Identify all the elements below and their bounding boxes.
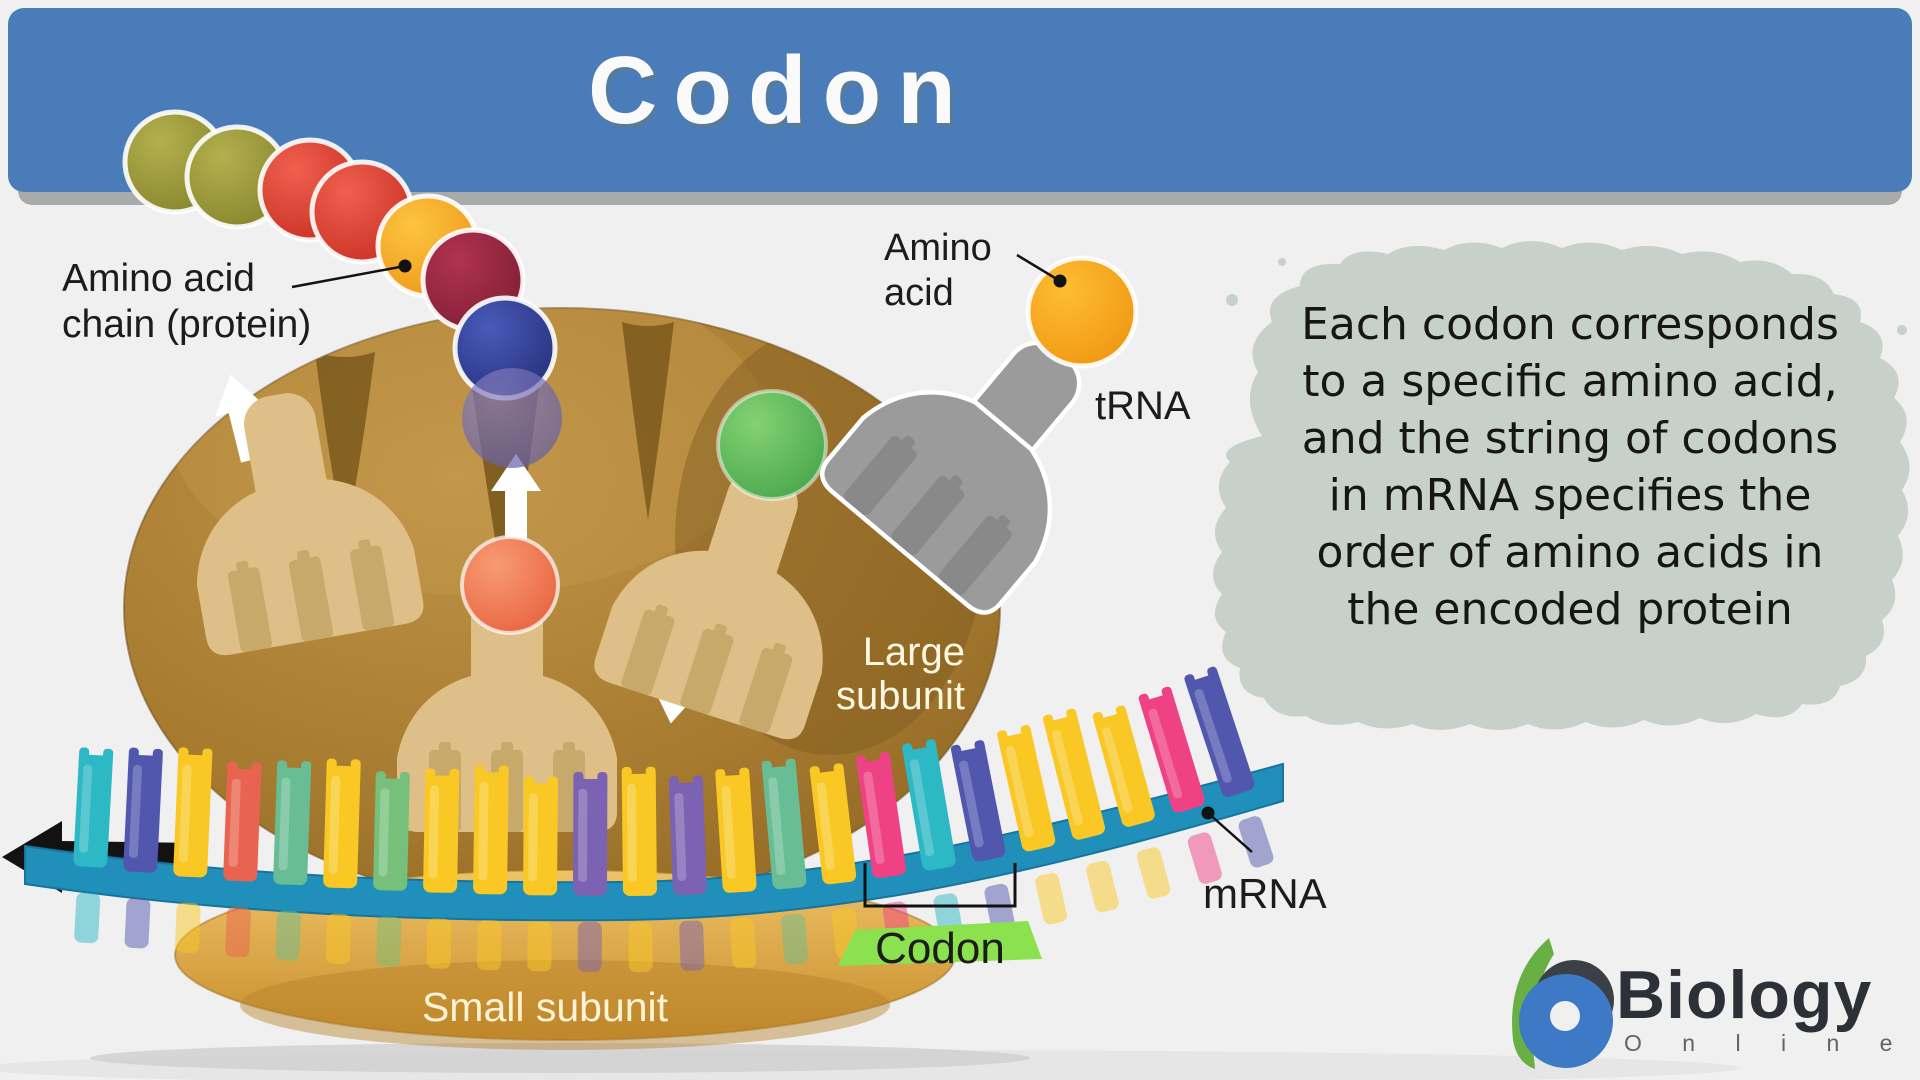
mrna-base-yellow bbox=[715, 767, 757, 969]
logo-mark bbox=[1512, 938, 1614, 1069]
codon-bracket bbox=[863, 863, 1017, 908]
title-banner bbox=[8, 8, 1912, 192]
amino-acid-sphere-salmon bbox=[460, 535, 560, 635]
amino-acid-sphere-purple bbox=[462, 368, 562, 468]
mrna-base-pink bbox=[1138, 686, 1222, 884]
amino-acid-chain bbox=[122, 109, 562, 468]
mrna-base-purple bbox=[668, 775, 707, 971]
pointer-lines bbox=[291, 253, 1253, 853]
mrna-base-yellow bbox=[1042, 708, 1119, 913]
ground-shadow bbox=[90, 1043, 1030, 1073]
logo-swirl-hole bbox=[1550, 1001, 1580, 1031]
mrna-base-teal bbox=[73, 747, 114, 944]
mrna-pointer-line bbox=[1207, 812, 1253, 853]
mrna-base-yellow bbox=[423, 768, 460, 969]
mrna-base-yellow bbox=[473, 765, 509, 971]
mrna-base-yellow bbox=[523, 776, 559, 972]
amino-acid-pointer-line bbox=[1016, 253, 1061, 283]
mrna-base-yellow bbox=[809, 763, 861, 960]
mrna-base-indigo bbox=[1184, 666, 1274, 868]
mrna-base-yellow bbox=[621, 766, 657, 972]
mrna-base-seagreen bbox=[761, 758, 809, 965]
pointer-dot bbox=[398, 259, 412, 273]
mrna-base-indigo bbox=[950, 740, 1016, 936]
mrna-base-purple bbox=[573, 771, 608, 972]
pointer-dot bbox=[1201, 806, 1215, 820]
dome-groove bbox=[622, 322, 674, 520]
amino-chain-pointer-line bbox=[291, 264, 406, 289]
mrna-base-yellow bbox=[1092, 705, 1171, 899]
mrna-base-yellow bbox=[173, 747, 213, 954]
note-blob bbox=[1213, 241, 1910, 730]
dome-groove bbox=[315, 352, 375, 540]
mrna-base-seagreen bbox=[273, 760, 312, 961]
amino-acid-sphere-orange bbox=[1025, 255, 1139, 369]
pointer-dot bbox=[1053, 274, 1067, 288]
mrna-base-green bbox=[373, 771, 410, 967]
amino-acid-sphere-green bbox=[716, 389, 828, 501]
codon-highlight bbox=[838, 921, 1042, 966]
mrna-base-red bbox=[223, 761, 262, 958]
mrna-base-yellow bbox=[323, 758, 361, 965]
mrna-bases bbox=[73, 666, 1274, 972]
mrna-base-yellow bbox=[997, 724, 1067, 925]
mrna-base-indigo bbox=[123, 747, 163, 949]
